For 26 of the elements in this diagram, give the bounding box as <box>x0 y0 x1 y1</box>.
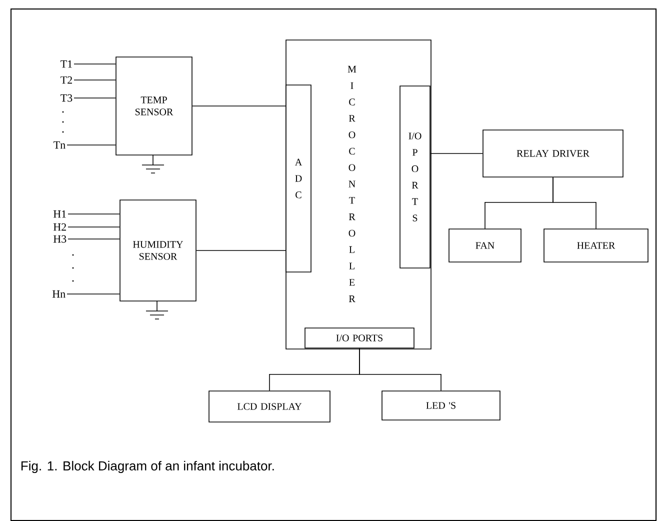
connector-line <box>196 250 286 251</box>
input-label: H3 <box>53 235 66 243</box>
sensor-box: TEMP SENSOR <box>116 56 192 156</box>
display-box: LED 'S <box>382 390 500 420</box>
input-label: T1 <box>60 60 72 68</box>
output-box: FAN <box>448 228 522 262</box>
output-box: HEATER <box>544 228 648 262</box>
display-box: LCD DISPLAY <box>208 390 330 422</box>
adc-box: ADC <box>286 84 312 272</box>
connector-line <box>68 226 120 228</box>
port-box: I/O PORTS <box>304 328 414 348</box>
input-label: T3 <box>60 94 72 102</box>
connector-line <box>552 177 596 229</box>
input-label: Hn <box>52 290 66 298</box>
input-label: H1 <box>53 210 66 218</box>
figure-caption: Fig. 1. Block Diagram of an infant incubator. <box>21 460 274 474</box>
driver-box: RELAY DRIVER <box>482 130 624 178</box>
connector-line <box>66 144 116 146</box>
input-label: H2 <box>53 223 66 231</box>
port-box: I/O PORTS <box>400 86 430 268</box>
connector-line <box>68 238 120 240</box>
input-label: T2 <box>60 76 72 84</box>
connector-line <box>430 153 483 154</box>
connector-line <box>359 348 442 391</box>
input-label: Tn <box>54 141 66 149</box>
sensor-box: HUMIDITY SENSOR <box>120 200 196 302</box>
